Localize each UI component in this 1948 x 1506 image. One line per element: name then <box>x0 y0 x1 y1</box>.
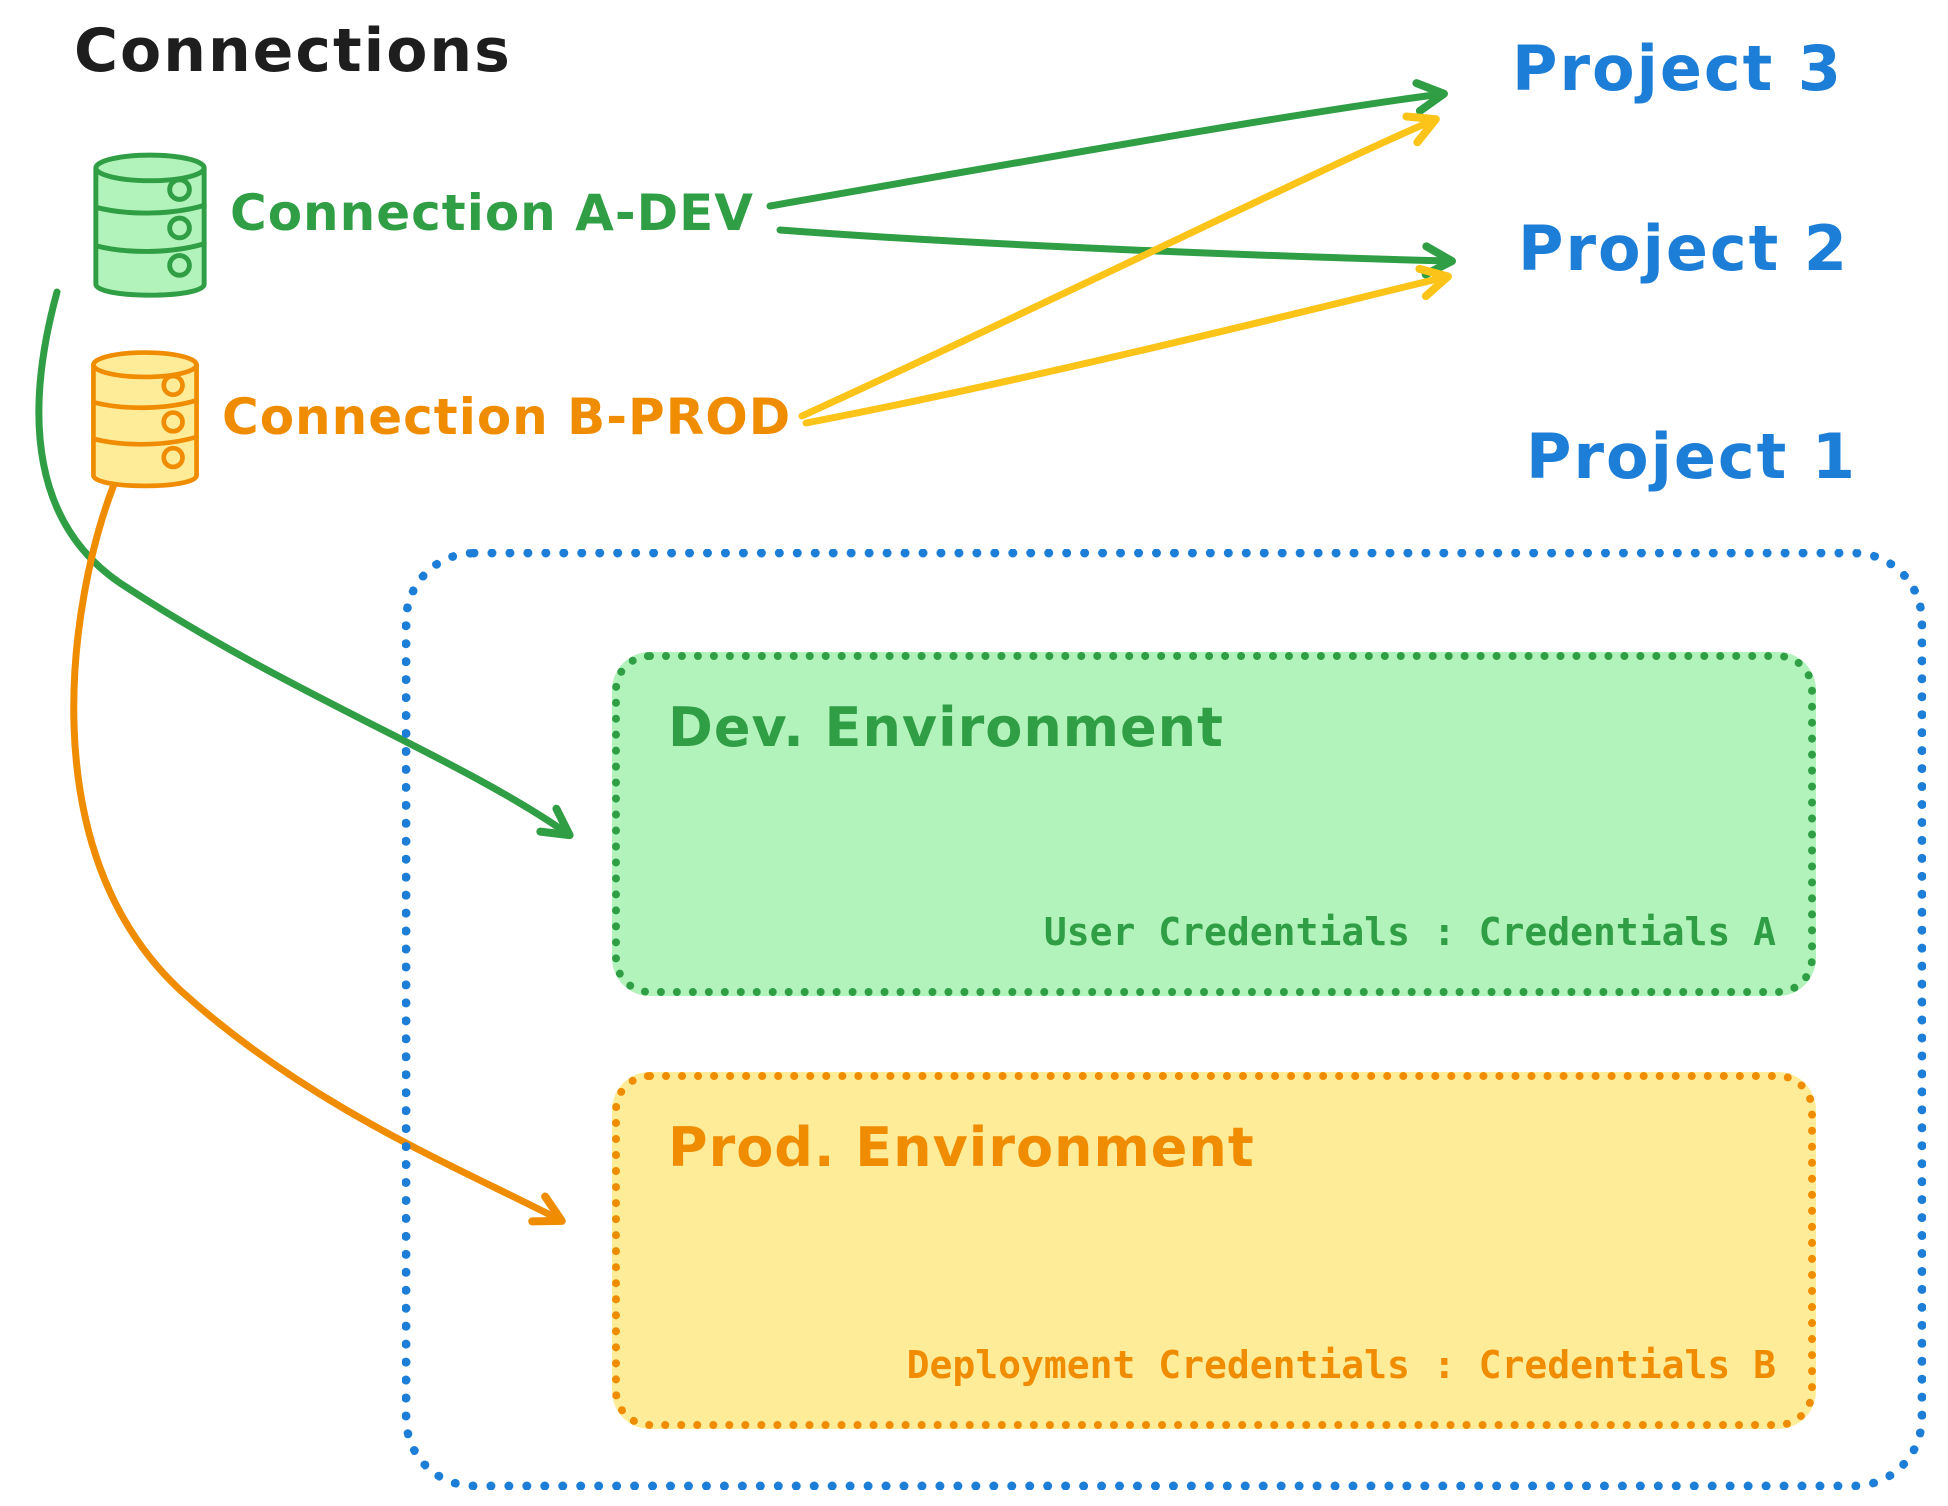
dev-environment-box: Dev. Environment User Credentials : Cred… <box>612 652 1816 996</box>
arrow-a-dev-to-project-2 <box>776 226 1456 279</box>
arrow-b-prod-to-project-2 <box>802 264 1452 427</box>
prod-environment-box: Prod. Environment Deployment Credentials… <box>612 1072 1816 1429</box>
diagram-title: Connections <box>74 16 512 86</box>
arrow-a-dev-to-project-3 <box>766 79 1448 210</box>
dev-environment-credentials: User Credentials : Credentials A <box>1043 910 1776 954</box>
project-1-box <box>402 549 1926 1490</box>
connection-b-prod-label: Connection B-PROD <box>222 388 792 446</box>
arrow-b-prod-to-project-3 <box>798 112 1440 420</box>
prod-environment-credentials: Deployment Credentials : Credentials B <box>906 1343 1776 1387</box>
prod-environment-title: Prod. Environment <box>668 1116 1255 1179</box>
project-1-label: Project 1 <box>1526 420 1858 493</box>
dev-environment-title: Dev. Environment <box>668 696 1224 759</box>
connection-a-dev-label: Connection A-DEV <box>230 184 754 242</box>
database-icon <box>93 152 207 298</box>
database-icon <box>91 350 199 489</box>
project-2-label: Project 2 <box>1518 212 1850 285</box>
project-3-label: Project 3 <box>1512 32 1844 105</box>
